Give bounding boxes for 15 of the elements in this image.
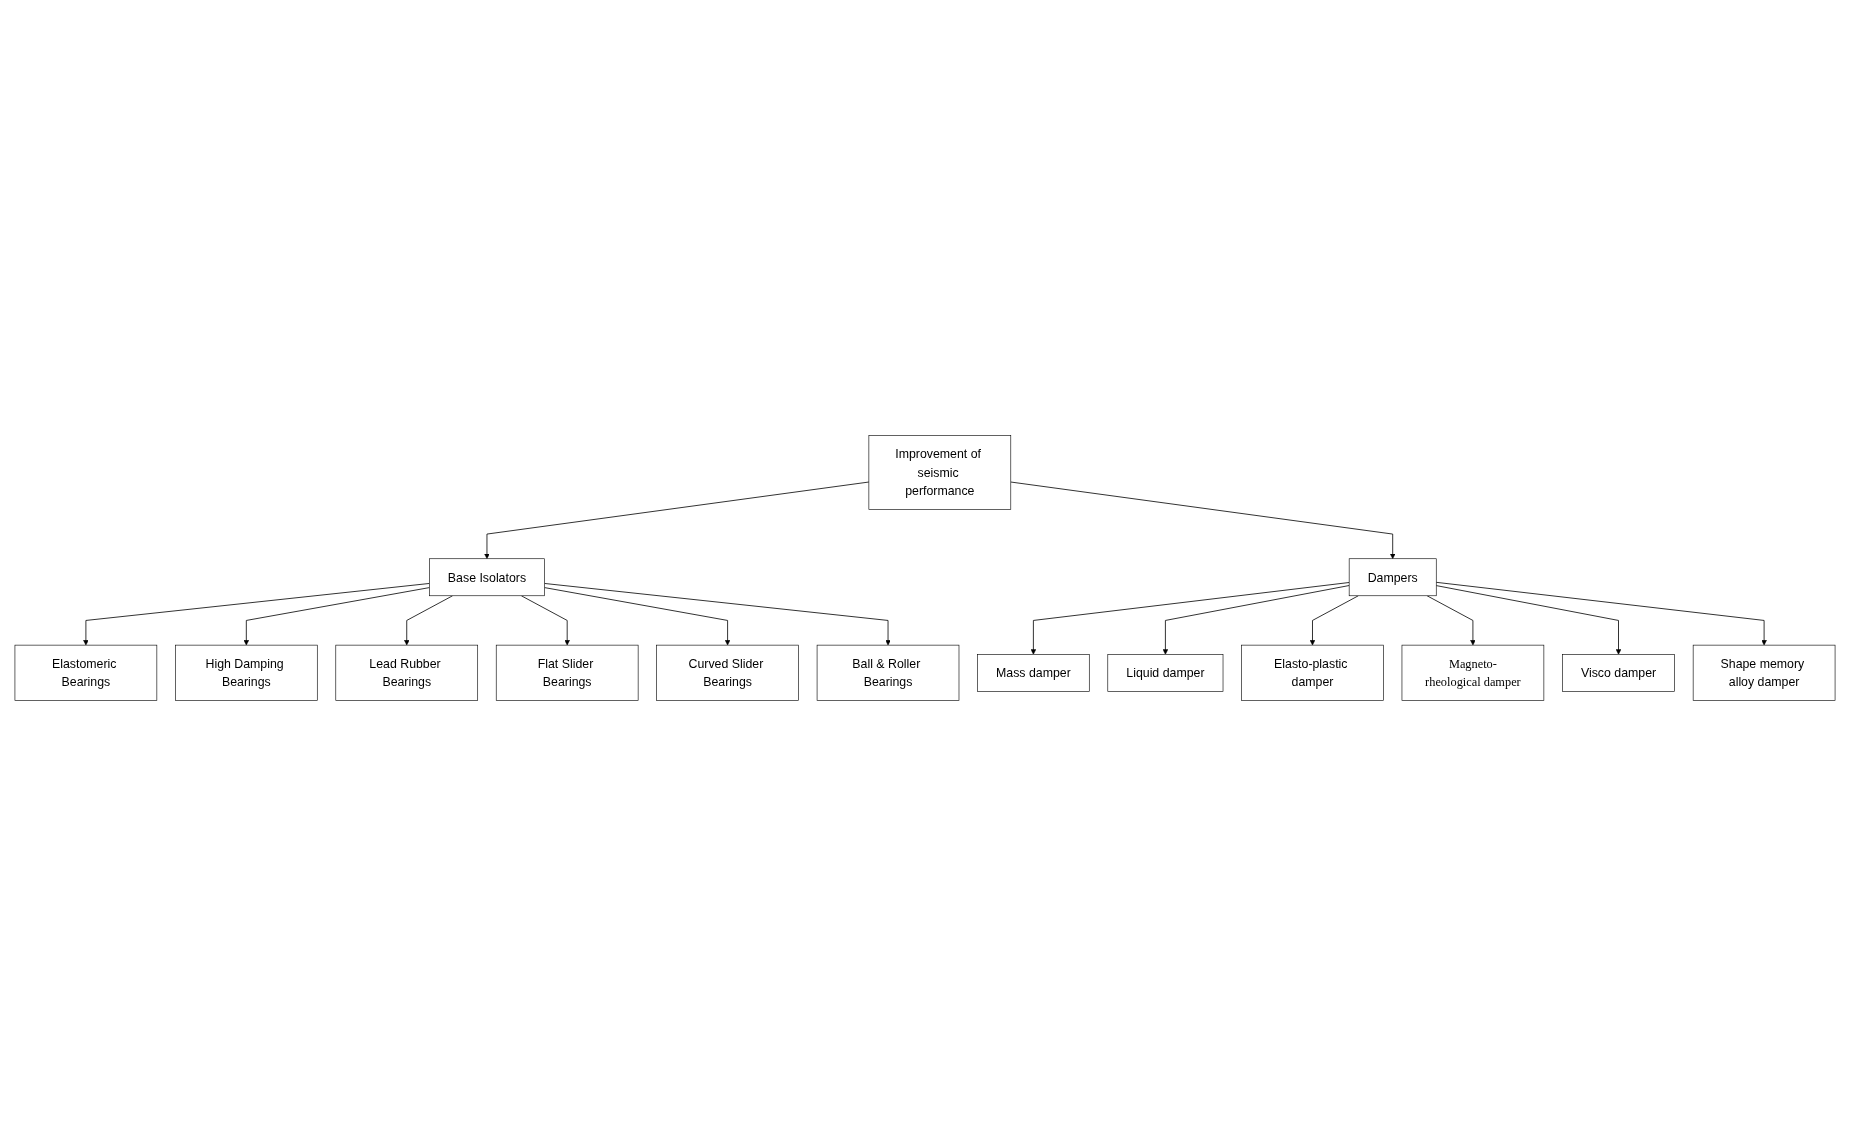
- node-box: Base Isolators: [429, 558, 545, 597]
- node-box: Lead Rubber Bearings: [335, 644, 478, 701]
- node-box: Flat Slider Bearings: [495, 644, 639, 701]
- node-box: Mass damper: [977, 654, 1090, 692]
- node-box: Improvement of seismic performance: [868, 435, 1012, 510]
- node-box: High Damping Bearings: [175, 644, 318, 701]
- node-box: Dampers: [1348, 558, 1437, 597]
- node-box: Shape memory alloy damper: [1692, 644, 1836, 701]
- node-box: Elasto-plastic damper: [1241, 644, 1384, 701]
- node-box: Liquid damper: [1107, 654, 1224, 692]
- node-box: Visco damper: [1562, 654, 1675, 692]
- node-box: Elastomeric Bearings: [14, 644, 158, 701]
- node-box: Magneto-rheological damper: [1401, 644, 1545, 701]
- node-box: Ball & Roller Bearings: [816, 644, 960, 701]
- node-box: Curved Slider Bearings: [656, 644, 799, 701]
